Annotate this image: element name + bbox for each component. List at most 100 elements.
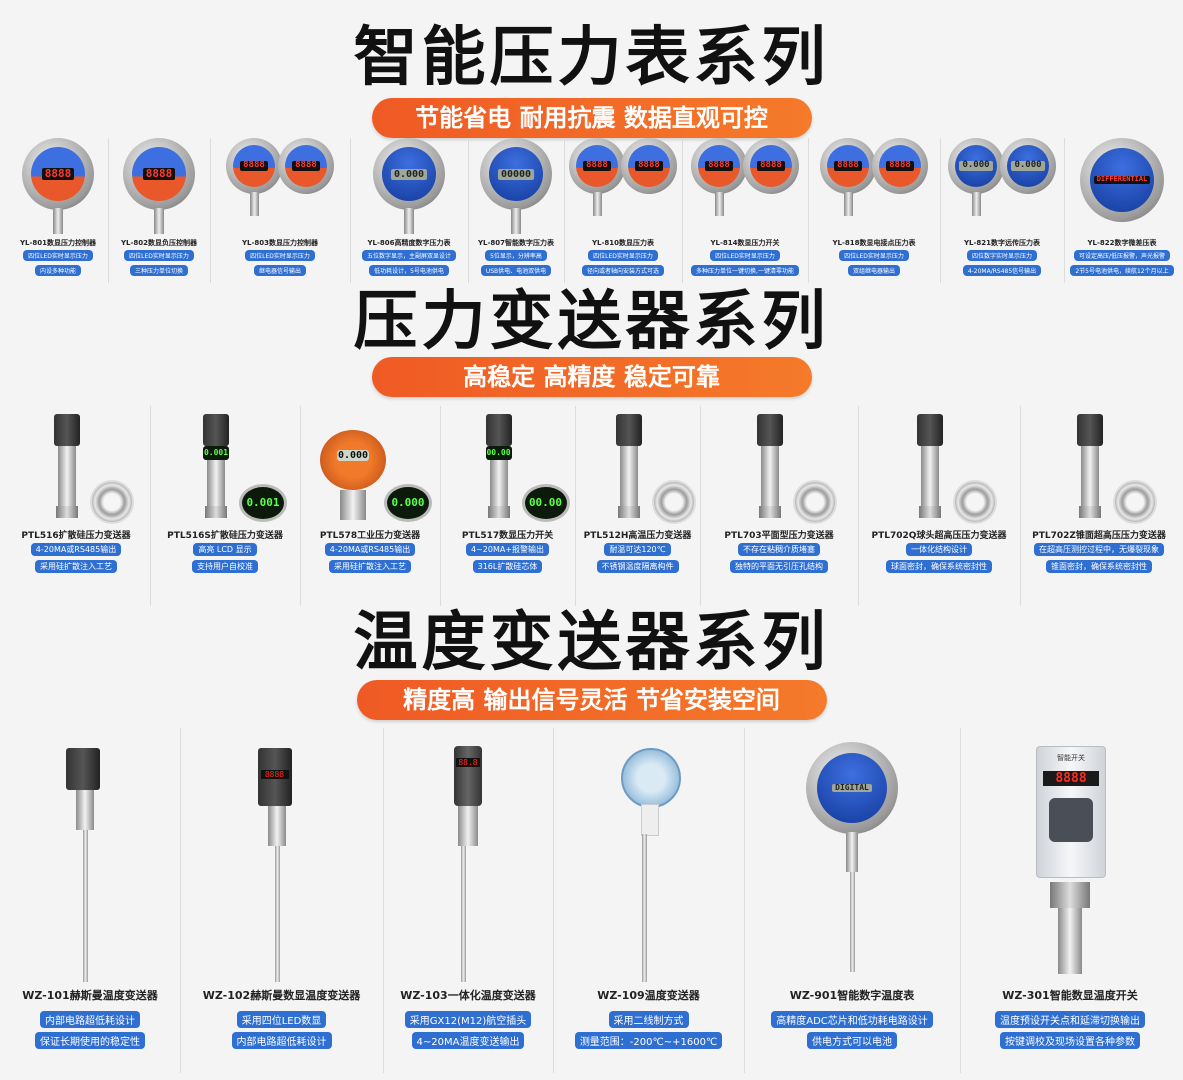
transmitter-body	[1081, 446, 1099, 506]
gauge-face: 8888	[878, 144, 922, 188]
transmitter-body	[921, 446, 939, 506]
lcd-closeup: 0.000	[384, 484, 432, 522]
product-name: PTL516扩散硅压力变送器	[21, 531, 131, 541]
feature-tag: 内部电路超低耗设计	[231, 1032, 332, 1049]
product-card[interactable]: PTL702Q球头超高压压力变送器一体化结构设计球面密封，确保系统密封性	[858, 406, 1020, 606]
thread-closeup	[651, 480, 696, 524]
column-divider	[1064, 138, 1065, 283]
thermometer-dial: DIGITAL	[806, 742, 898, 834]
feature-tag: 四位LED实时显示压力	[245, 250, 315, 261]
feature-tag: 4-20MA/RS485信号输出	[962, 265, 1042, 276]
feature-tag: 双组继电器输出	[847, 265, 900, 276]
feature-tag: 4~20MA+报警输出	[465, 543, 550, 556]
transmitter-head: 0.000	[320, 430, 386, 490]
product-image: 8888 8888	[564, 138, 682, 238]
feature-tag: 不锈钢温度隔离构件	[596, 560, 679, 573]
feature-tag: 四位LED实时显示压力	[710, 250, 780, 261]
gauge-dial: 8888	[691, 138, 747, 194]
product-image: 0.000	[350, 138, 468, 238]
gauge-dial: 0.000	[948, 138, 1004, 194]
feature-tag: 4~20MA温度变送输出	[411, 1032, 525, 1049]
feature-tag: 采用二线制方式	[608, 1011, 689, 1028]
connector-head: 8888	[257, 748, 292, 806]
gauge-face: 8888	[627, 144, 671, 188]
section-title-temperature-transmitters: 温度变送器系列	[353, 606, 830, 680]
sensor-head: 88.8	[454, 746, 482, 806]
gauge-display: 8888	[705, 160, 733, 171]
column-divider	[808, 138, 809, 283]
lcd-display: 00.00	[485, 446, 512, 460]
product-card[interactable]: PTL703平面型压力变送器不存在粘稠介质堵塞独特的平面无引压孔结构	[700, 406, 858, 606]
column-divider	[440, 406, 441, 606]
thread-closeup	[793, 480, 837, 524]
product-card[interactable]: PTL702Z锥面超高压压力变送器在超高压测控过程中，无爆裂现象锥面密封，确保系…	[1020, 406, 1178, 606]
thread-closeup	[90, 480, 134, 524]
feature-tag: 采用硅扩散注入工艺	[329, 560, 411, 573]
gauge-stem	[53, 208, 63, 234]
connector-head	[917, 414, 943, 446]
product-card[interactable]: WZ-109温度变送器采用二线制方式测量范围：-200℃~+1600℃	[553, 728, 744, 1073]
gauge-dial: 8888	[743, 138, 799, 194]
gauge-face: 8888	[131, 146, 187, 202]
product-name: YL-806高精度数字压力表	[367, 239, 451, 247]
column-divider	[575, 406, 576, 606]
thread-closeup	[1113, 480, 1157, 524]
transmitter-body	[340, 490, 366, 520]
gauge-face: DIGITAL	[817, 753, 887, 823]
product-name: PTL702Q球头超高压压力变送器	[871, 531, 1007, 541]
feature-tag: 继电器信号输出	[253, 265, 306, 276]
gauge-face: 00000	[488, 146, 544, 202]
product-name: WZ-301智能数显温度开关	[1002, 989, 1138, 1002]
gauge-stem	[715, 192, 724, 216]
product-image: DIFFERENTIAL	[1064, 138, 1180, 238]
feature-tag: 三种压力单位切换	[129, 265, 188, 276]
section-slogan-gauges: 节能省电 耐用抗震 数据直观可控	[371, 98, 812, 138]
gauge-face: 8888	[284, 144, 328, 188]
gauge-dial: 0.000	[373, 138, 445, 210]
temperature-probe	[641, 834, 647, 982]
lcd-closeup: 0.001	[239, 484, 287, 522]
connector-head	[203, 414, 229, 446]
product-image: 8888	[8, 138, 108, 238]
feature-tag: 四位LED实时显示压力	[588, 250, 658, 261]
feature-tag: 四位LED实时显示压力	[124, 250, 194, 261]
gauge-face: 8888	[30, 146, 86, 202]
feature-tag: 多种压力单位一键切换,一键清零功能	[691, 265, 799, 276]
column-divider	[682, 138, 683, 283]
product-name: YL-818数显电接点压力表	[832, 239, 916, 247]
column-divider	[858, 406, 859, 606]
feature-tag: 低功耗设计，5号电池供电	[369, 265, 449, 276]
product-name: PTL516S扩散硅压力变送器	[167, 531, 283, 541]
gauge-display: 0.000	[390, 168, 428, 180]
sensor-body	[458, 806, 478, 846]
section-slogan-pressure-transmitters: 高稳定 高精度 稳定可靠	[371, 357, 812, 397]
gauge-display: 8888	[583, 160, 611, 171]
transmitter-body	[58, 446, 76, 506]
product-card[interactable]: WZ-101赫斯曼温度变送器内部电路超低耗设计保证长期使用的稳定性	[0, 728, 180, 1073]
gauge-display: 8888	[240, 160, 268, 171]
